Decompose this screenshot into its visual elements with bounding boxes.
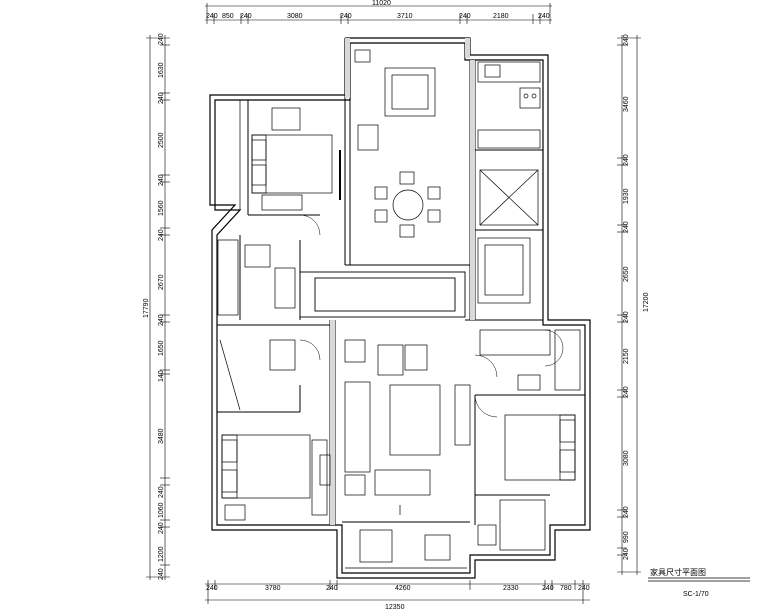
dim-left-11: 3480: [158, 428, 165, 444]
top-dimension-labels: 11020 240 850 240 3080 240 3710 240 2180…: [206, 0, 550, 20]
dim-top-1: 850: [222, 13, 234, 20]
elevator-shaft: [479, 169, 539, 226]
kitchen-furniture: [477, 61, 541, 149]
dim-top-6: 240: [459, 13, 471, 20]
dining-furniture: [354, 49, 441, 238]
study-furniture: [477, 499, 546, 551]
dim-top-7: 2180: [493, 13, 509, 20]
left-dimension-labels: 240 1630 240 2500 240 1560 240 2670 240 …: [143, 33, 165, 580]
dim-bottom-0: 240: [206, 585, 218, 592]
dim-right-6: 240: [623, 311, 630, 323]
drawing-scale: SC-1/70: [683, 591, 709, 598]
top-dimension-chain: [205, 3, 552, 24]
dim-right-5: 2650: [623, 266, 630, 282]
dim-bottom-6: 780: [560, 585, 572, 592]
dim-right-12: 240: [623, 548, 630, 560]
dim-top-3: 3080: [287, 13, 303, 20]
dim-left-2: 240: [158, 92, 165, 104]
dim-top-total: 11020: [372, 0, 391, 7]
dim-left-9: 1650: [158, 340, 165, 356]
dim-right-3: 1930: [623, 188, 630, 204]
dim-left-13: 1060: [158, 502, 165, 518]
dim-bottom-5: 240: [542, 585, 554, 592]
console-cabinet: [299, 271, 466, 318]
dim-right-7: 2150: [623, 348, 630, 364]
dim-right-11: 990: [623, 531, 630, 543]
exterior-walls: [209, 37, 591, 579]
dim-left-1: 1630: [158, 62, 165, 78]
dim-right-total: 17200: [643, 292, 650, 312]
right-dimension-chain: [617, 35, 641, 575]
dim-bottom-7: 240: [578, 585, 590, 592]
dim-left-12: 240: [158, 486, 165, 498]
dim-right-8: 240: [623, 386, 630, 398]
dim-top-8: 240: [538, 13, 550, 20]
dim-bottom-2: 240: [326, 585, 338, 592]
dim-left-10: 140: [158, 370, 165, 382]
dim-top-4: 240: [340, 13, 352, 20]
dim-left-total: 17790: [143, 298, 150, 318]
dim-bottom-1: 3780: [265, 585, 281, 592]
dim-left-0: 240: [158, 33, 165, 45]
dim-top-2: 240: [240, 13, 252, 20]
bottom-dimension-chain: [205, 580, 590, 604]
dim-left-5: 1560: [158, 200, 165, 216]
dim-left-3: 2500: [158, 132, 165, 148]
dim-bottom-total: 12350: [385, 604, 405, 611]
dim-bottom-4: 2330: [503, 585, 519, 592]
dim-right-4: 240: [623, 221, 630, 233]
right-dimension-labels: 240 3460 240 1930 240 2650 240 2150 240 …: [623, 34, 650, 560]
door-swings: [299, 214, 564, 418]
bedroom-3-furniture: [479, 329, 581, 481]
dim-top-5: 3710: [397, 13, 413, 20]
dim-left-4: 240: [158, 174, 165, 186]
dim-right-2: 240: [623, 154, 630, 166]
left-dimension-chain: [146, 35, 170, 580]
bedroom-1-furniture: [214, 99, 341, 211]
dim-left-6: 240: [158, 229, 165, 241]
title-block-lines: [648, 577, 750, 582]
wall-hatch: [330, 38, 475, 525]
drawing-title: 家具尺寸平面图: [650, 568, 706, 577]
bathroom-left-fixtures: [217, 239, 296, 411]
dim-left-8: 240: [158, 314, 165, 326]
dim-left-14: 240: [158, 522, 165, 534]
dim-left-16: 240: [158, 568, 165, 580]
dim-right-10: 240: [623, 506, 630, 518]
balcony-furniture: [345, 529, 467, 569]
bedroom-2-furniture: [221, 434, 331, 521]
shower-room-right: [477, 237, 531, 304]
living-furniture: [344, 339, 471, 515]
dim-top-0: 240: [206, 13, 218, 20]
dim-left-7: 2670: [158, 274, 165, 290]
dim-right-1: 3460: [623, 96, 630, 112]
dim-right-0: 240: [623, 34, 630, 46]
bottom-dimension-labels: 240 3780 240 4260 2330 240 780 240 12350: [206, 585, 590, 611]
dim-bottom-3: 4260: [395, 585, 411, 592]
dim-left-15: 1200: [158, 546, 165, 562]
dim-right-9: 3080: [623, 450, 630, 466]
